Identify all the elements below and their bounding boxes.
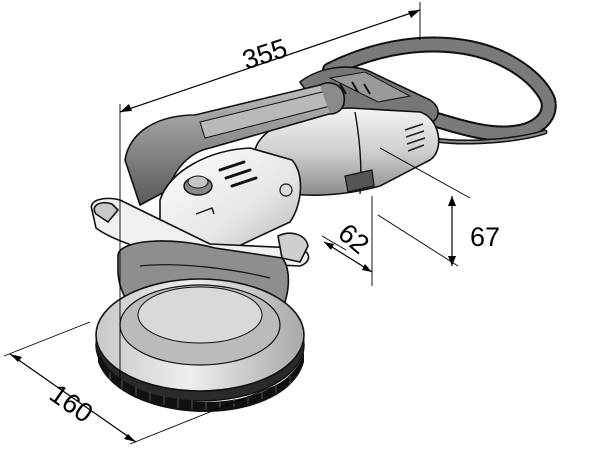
width-label: 62 [333, 218, 375, 260]
vent-slots [218, 160, 258, 188]
dimension-width: 62 [321, 196, 375, 286]
disc-diameter-label: 160 [44, 378, 98, 428]
length-label: 355 [239, 33, 291, 75]
height-label: 67 [470, 222, 500, 252]
dimension-height: 67 [377, 147, 500, 267]
top-handle [124, 82, 346, 206]
power-cable [322, 36, 557, 145]
brush-bristles [98, 350, 304, 412]
motor-vents [404, 123, 426, 152]
gear-housing [159, 147, 302, 254]
grinding-disc [95, 278, 305, 412]
